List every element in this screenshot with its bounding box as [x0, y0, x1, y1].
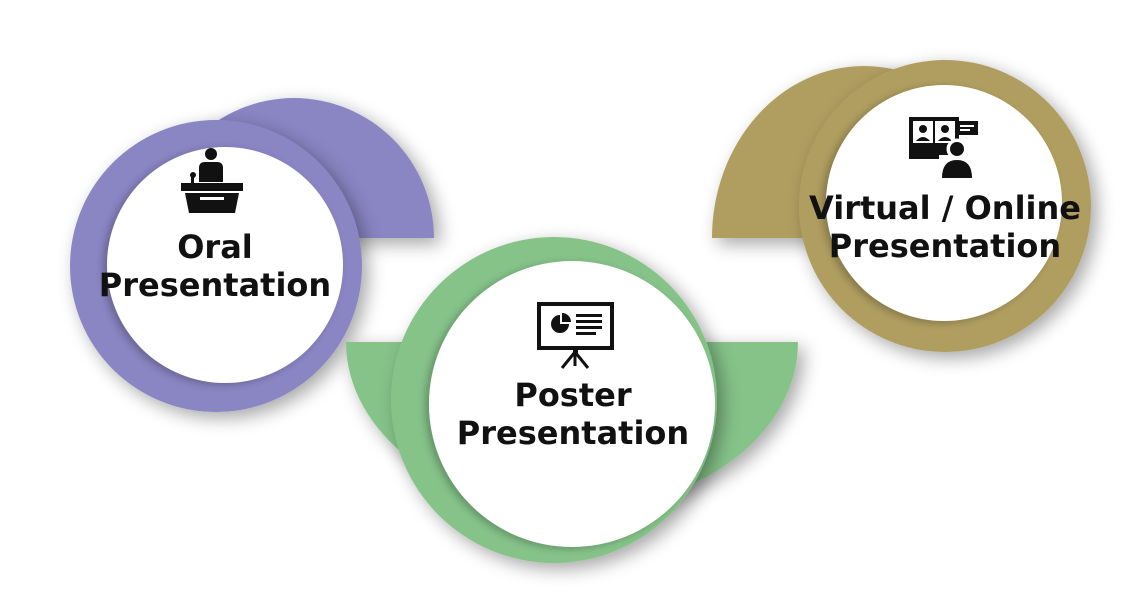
oral-presentation-label: Oral Presentation: [70, 228, 360, 305]
oral-presentation-node: [70, 98, 434, 412]
poster-presentation-label: Poster Presentation: [428, 376, 718, 453]
virtual-label-line1: Virtual / Online: [809, 189, 1081, 227]
oral-inner-circle: [107, 147, 343, 383]
poster-label-line2: Presentation: [456, 414, 690, 453]
presentation-board-icon: [537, 302, 614, 369]
virtual-inner-circle: [826, 85, 1062, 321]
podium-speaker-icon: [181, 148, 243, 213]
virtual-label-line2: Presentation: [828, 227, 1062, 266]
oral-label-line1: Oral: [177, 228, 253, 266]
poster-inner-circle: [429, 261, 715, 547]
poster-label-line1: Poster: [514, 376, 632, 414]
virtual-presentation-node: [712, 60, 1091, 352]
virtual-presentation-label: Virtual / Online Presentation: [790, 189, 1100, 266]
video-conference-icon: [909, 117, 978, 178]
oral-label-line2: Presentation: [98, 266, 332, 305]
poster-presentation-node: [346, 237, 798, 563]
